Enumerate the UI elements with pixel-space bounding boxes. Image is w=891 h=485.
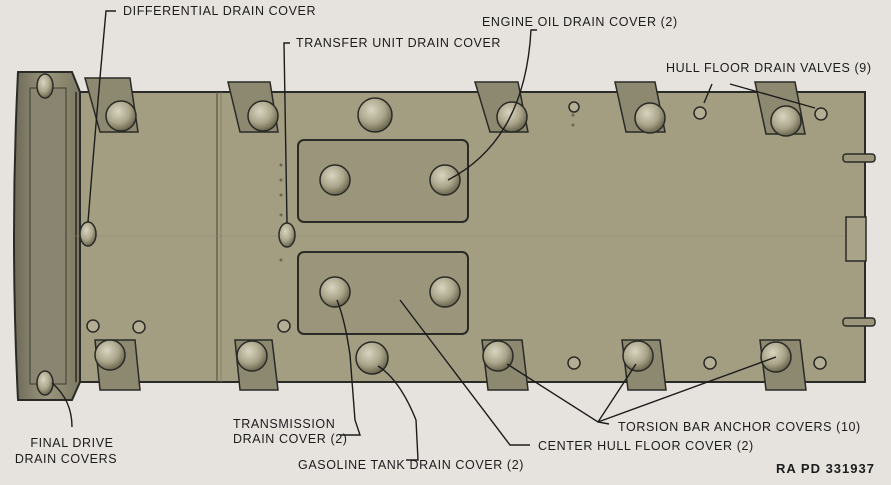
label-gasoline-tank-drain-cover: GASOLINE TANK DRAIN COVER (2) [298,458,525,472]
rear-bracket-bottom [842,317,876,327]
torsion-bar-anchors-bottom [94,339,807,391]
hull-floor-plate [69,91,866,383]
differential-drain-cover [79,221,97,247]
label-transfer-unit-drain-cover: TRANSFER UNIT DRAIN COVER [296,36,502,50]
label-hull-floor-drain-valves: HULL FLOOR DRAIN VALVES (9) [666,61,872,75]
reference-number: RA PD 331937 [776,461,875,476]
label-center-hull-floor-cover: CENTER HULL FLOOR COVER (2) [538,439,754,453]
final-drive-drain-cover-top [36,73,54,99]
leader-lines [51,10,816,461]
label-transmission-line2: DRAIN COVER (2) [233,432,348,446]
label-final-drive-line2: DRAIN COVERS [14,452,118,466]
label-differential-drain-cover: DIFFERENTIAL DRAIN COVER [123,4,317,18]
label-torsion-bar-anchor-covers: TORSION BAR ANCHOR COVERS (10) [618,420,861,434]
center-hull-floor-cover-lower [297,251,469,335]
hull-floor-drain-valves [86,101,828,370]
label-transmission-line1: TRANSMISSION [233,417,336,431]
rear-hitch [845,216,867,262]
final-drive-drain-cover-bottom [36,370,54,396]
transfer-unit-drain-cover [278,222,296,248]
center-hull-floor-cover-upper [297,139,469,223]
rear-bracket-top [842,153,876,163]
torsion-bar-anchors-top [84,77,806,137]
label-engine-oil-drain-cover: ENGINE OIL DRAIN COVER (2) [482,15,678,29]
label-final-drive-line1: FINAL DRIVE [30,436,114,450]
